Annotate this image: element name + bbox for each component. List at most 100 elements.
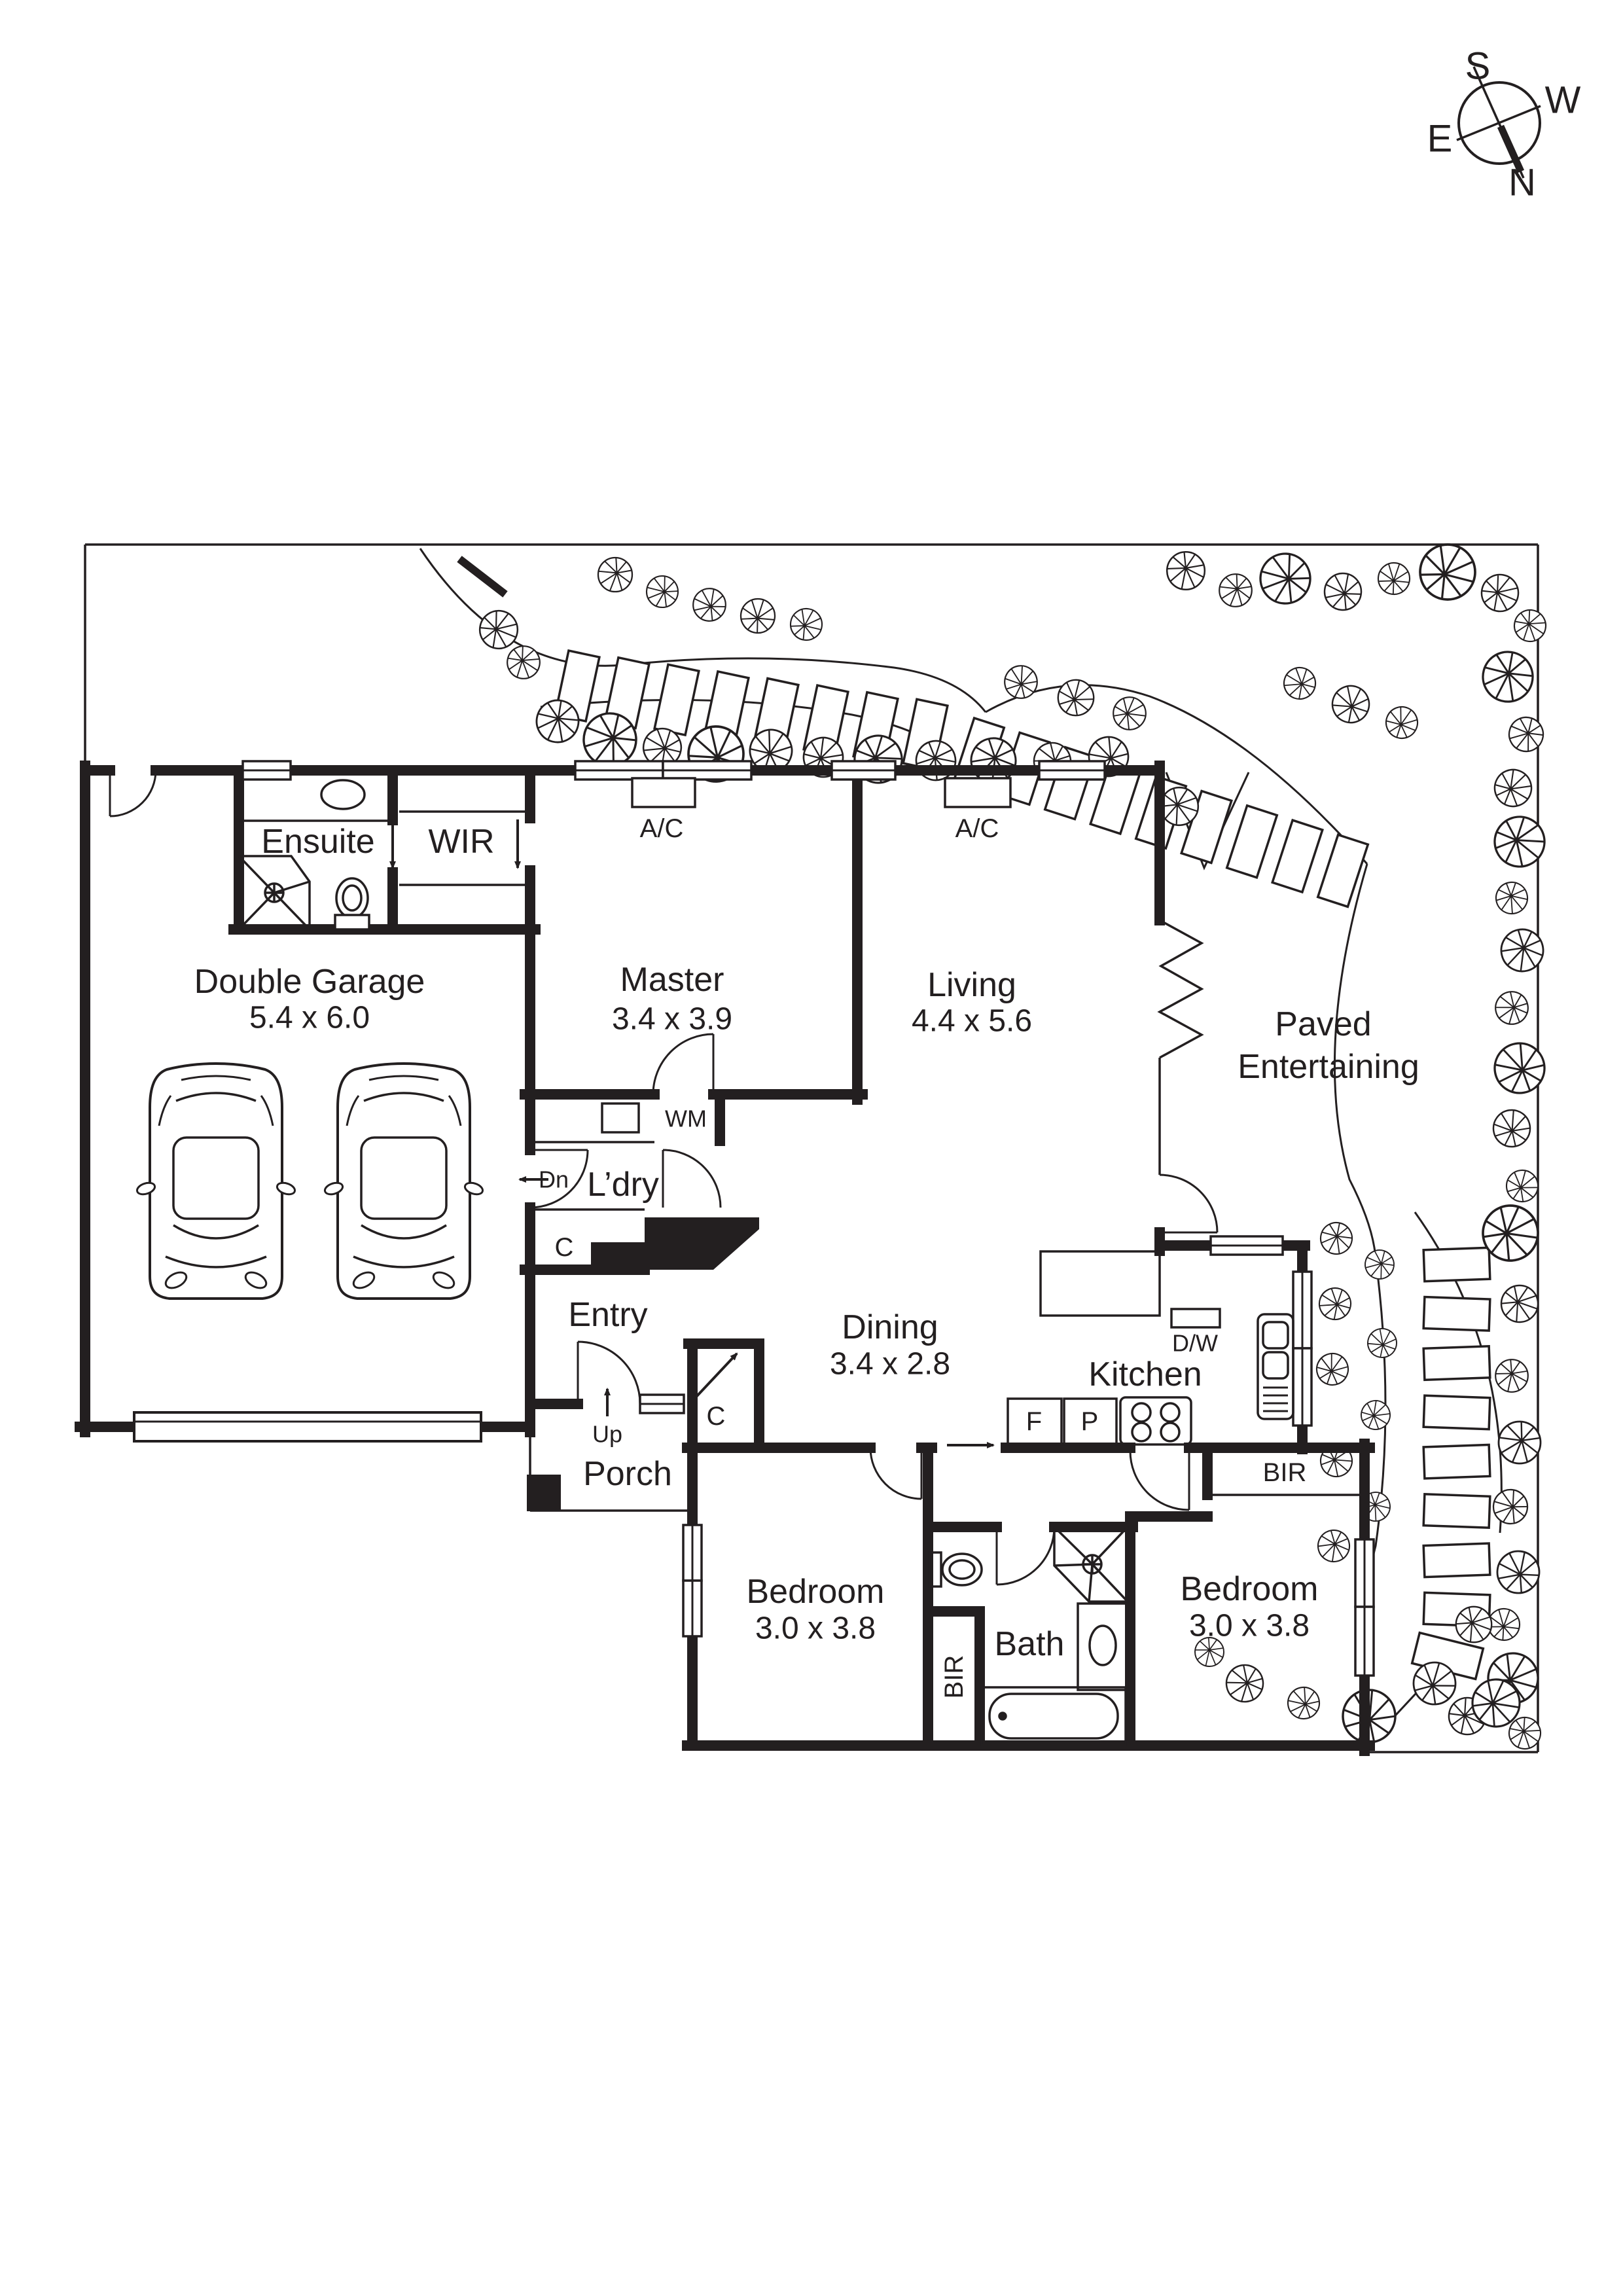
tree-icon	[1326, 679, 1376, 729]
ac-unit-1	[631, 777, 696, 808]
shower2-icon	[1053, 1526, 1129, 1603]
tree-icon	[1415, 539, 1480, 605]
paver	[653, 663, 700, 736]
tree-icon	[1510, 606, 1550, 645]
room-dims-living: 4.4 x 5.6	[912, 1004, 1032, 1039]
tree-icon	[1158, 543, 1213, 598]
vanity	[1077, 1602, 1129, 1691]
tree-icon	[1361, 1246, 1399, 1283]
label-dishwasher: D/W	[1172, 1330, 1218, 1357]
label-ac-2: A/C	[955, 814, 999, 843]
label-ac-1: A/C	[640, 814, 684, 843]
laundry-trough-icon	[601, 1102, 640, 1134]
room-label-wir: WIR	[428, 823, 494, 861]
paver	[1271, 819, 1324, 893]
toilet-icon	[335, 877, 369, 919]
bathtub-icon	[980, 1686, 1127, 1746]
tree-icon	[1486, 1482, 1535, 1532]
room-label-master: Master	[620, 961, 724, 999]
room-label-kitchen: Kitchen	[1088, 1355, 1202, 1393]
pantry	[1063, 1397, 1118, 1446]
tree-icon	[1488, 1352, 1536, 1400]
room-dims-dining: 3.4 x 2.8	[830, 1347, 950, 1382]
paver	[1422, 1493, 1491, 1529]
ac-unit-2	[944, 777, 1012, 808]
compass-needle	[1497, 124, 1525, 173]
fixture-labels: A/C A/C WM Dn Up C C F P D/W BIR BIR	[539, 814, 1306, 1698]
tree-icon	[1218, 573, 1253, 608]
stair-void	[591, 1217, 759, 1270]
room-dims-bedroom2: 3.0 x 3.8	[755, 1611, 876, 1646]
label-wm: WM	[665, 1105, 707, 1132]
tree-icon	[1285, 1684, 1323, 1722]
car-icon	[322, 1062, 486, 1300]
tree-icon	[691, 586, 728, 623]
tree-icon	[1158, 785, 1200, 827]
bath-fixtures	[928, 1526, 1129, 1746]
paver	[1422, 1443, 1491, 1480]
tree-icon	[1105, 689, 1154, 738]
paver	[1422, 1345, 1491, 1382]
tree-icon	[1311, 1348, 1354, 1391]
tree-icon	[1488, 762, 1539, 814]
shower-icon	[238, 855, 311, 931]
basin-icon	[320, 779, 366, 810]
compass-rose: S W E N	[1427, 45, 1581, 204]
room-labels: Ensuite WIR Master 3.4 x 3.9 Living 4.4 …	[194, 823, 1419, 1663]
compass-west: W	[1545, 79, 1581, 122]
tree-icon	[1495, 924, 1549, 977]
solid-fills	[527, 1217, 759, 1511]
ac-units	[631, 777, 1012, 808]
tree-icon	[1363, 1323, 1402, 1363]
room-label-laundry: L’dry	[587, 1166, 659, 1204]
tree-icon	[1314, 1216, 1359, 1261]
laundry-fixtures	[601, 1102, 640, 1134]
tree-icon	[1218, 1657, 1272, 1710]
toilet2-icon	[941, 1552, 983, 1587]
direction-arrows	[389, 819, 995, 1448]
room-label-porch: Porch	[583, 1455, 672, 1493]
fixtures	[238, 777, 1294, 1746]
tree-icon	[1277, 661, 1322, 706]
paver	[1225, 804, 1279, 879]
tree-icon	[1322, 571, 1364, 613]
tree-icon	[997, 658, 1044, 706]
tree-icon	[1472, 641, 1543, 712]
label-up: Up	[592, 1421, 622, 1448]
room-label-bedroom2: Bedroom	[747, 1573, 885, 1611]
tree-icon	[1249, 542, 1322, 615]
basin2-icon	[1088, 1624, 1117, 1666]
tree-icon	[597, 556, 633, 593]
tree-icon	[1355, 1395, 1396, 1435]
paver	[1422, 1246, 1491, 1283]
room-label-entry: Entry	[568, 1296, 647, 1334]
label-bir-bedroom2: BIR	[940, 1655, 969, 1699]
room-label-bath: Bath	[995, 1625, 1065, 1663]
room-dims-bedroom3: 3.0 x 3.8	[1189, 1609, 1310, 1643]
tree-icon	[1504, 1168, 1541, 1204]
tree-icon	[503, 642, 544, 683]
room-label-paved-1: Paved	[1275, 1005, 1371, 1043]
tree-icon	[1497, 1420, 1543, 1465]
compass-north: N	[1508, 162, 1536, 204]
windows	[241, 760, 1375, 1677]
tree-icon	[733, 591, 783, 641]
room-dims-master: 3.4 x 3.9	[612, 1002, 732, 1037]
doors	[109, 770, 1219, 1586]
fridge-space	[1007, 1397, 1063, 1446]
garage-door	[133, 1411, 482, 1443]
label-bir-bedroom3: BIR	[1263, 1458, 1307, 1487]
toilet2-cistern	[928, 1551, 942, 1588]
tree-icon	[1489, 1038, 1550, 1098]
paver	[1422, 1394, 1491, 1431]
compass-east: E	[1427, 118, 1453, 160]
paver	[1422, 1295, 1491, 1332]
porch-post	[527, 1475, 561, 1511]
garage-cars	[134, 1062, 486, 1300]
label-fridge: F	[1026, 1407, 1042, 1436]
tree-icon	[787, 605, 825, 643]
tree-icon	[1314, 1526, 1353, 1566]
sink-icon	[1257, 1313, 1294, 1420]
garden-bed-edges	[419, 548, 1503, 1744]
